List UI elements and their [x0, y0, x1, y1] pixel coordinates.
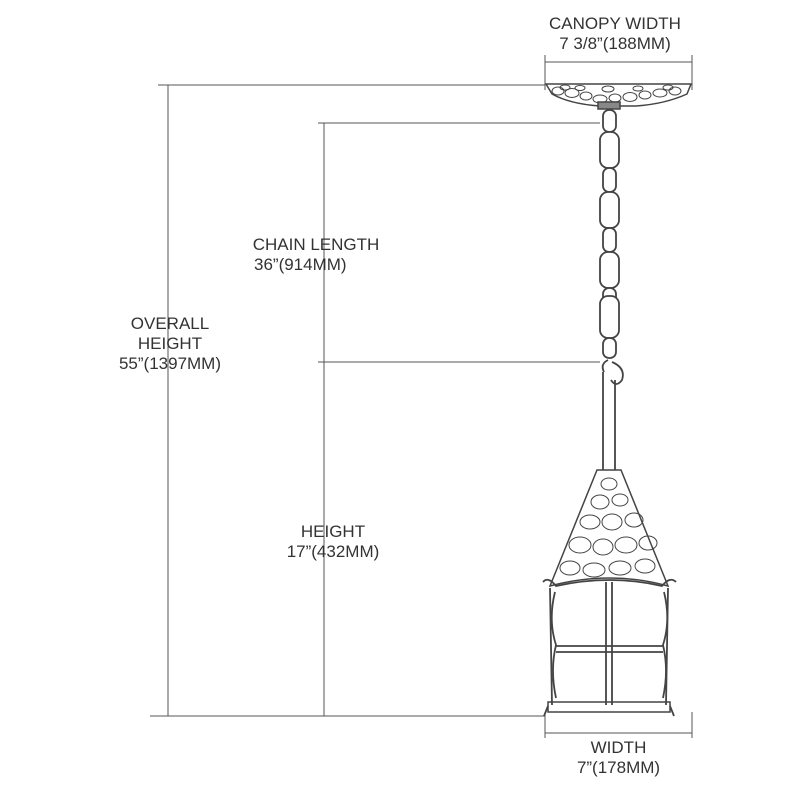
chain: [599, 109, 620, 359]
width-value: 7”(178MM): [576, 758, 661, 777]
canopy-width-label: CANOPY WIDTH 7 3/8”(188MM): [520, 14, 710, 54]
lantern-cage: [542, 578, 677, 717]
height-label: HEIGHT 17”(432MM): [268, 522, 398, 562]
height-value: 17”(432MM): [286, 542, 380, 561]
chain-length-label: CHAIN LENGTH 36”(914MM): [246, 235, 386, 275]
canopy-width-title: CANOPY WIDTH: [549, 14, 681, 33]
overall-height-value: 55”(1397MM): [118, 354, 222, 373]
overall-height-title-line1: OVERALL: [130, 314, 210, 333]
width-label: WIDTH 7”(178MM): [545, 738, 692, 778]
lantern-cone: [548, 469, 670, 588]
overall-height-title-line2: HEIGHT: [137, 334, 203, 353]
canopy-width-value: 7 3/8”(188MM): [559, 34, 671, 53]
chain-length-value: 36”(914MM): [254, 255, 347, 274]
height-title: HEIGHT: [300, 522, 366, 541]
overall-height-label: OVERALL HEIGHT 55”(1397MM): [105, 314, 235, 374]
width-title: WIDTH: [590, 738, 647, 757]
chain-length-title: CHAIN LENGTH: [252, 235, 380, 254]
canopy: [544, 83, 693, 110]
hook-stem: [601, 359, 624, 470]
